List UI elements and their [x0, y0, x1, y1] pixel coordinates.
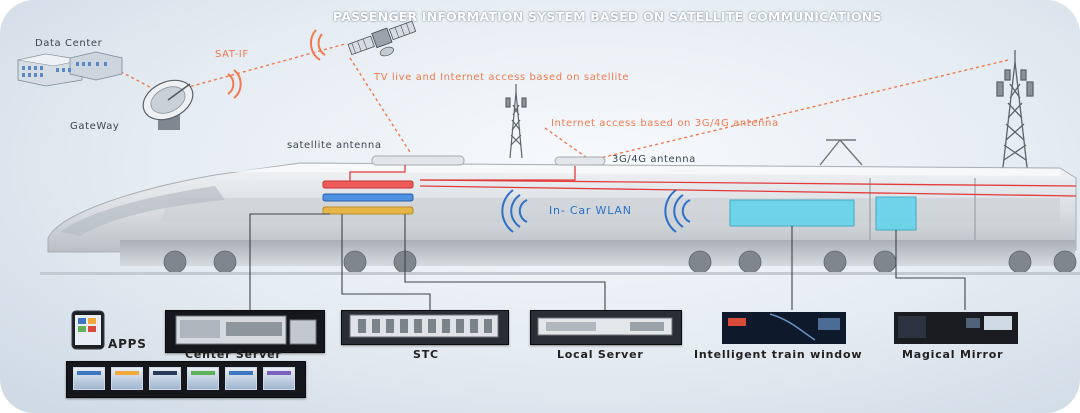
link-datacenter-gateway [109, 65, 166, 96]
onboard-equipment [322, 180, 414, 215]
device-connectors [249, 213, 966, 310]
sat-if-label: SAT-IF [215, 49, 249, 60]
app-thumbnail[interactable] [73, 367, 105, 390]
app-thumbnail[interactable] [111, 367, 143, 390]
satellite-icon [347, 20, 417, 57]
data-center-label: Data Center [35, 38, 103, 49]
wifi-icon [664, 189, 691, 233]
equipment-bar-red [322, 180, 414, 189]
device-label-stc: STC [413, 348, 439, 361]
app-thumbnail[interactable] [225, 367, 257, 390]
gateway-label: GateWay [70, 121, 120, 132]
app-thumbnail[interactable] [263, 367, 295, 390]
wifi-icon [501, 189, 528, 233]
link-gateway-satellite [184, 43, 346, 89]
apps-label: APPS [108, 337, 147, 351]
equipment-bar-blue [322, 193, 414, 202]
phone-icon [71, 310, 105, 350]
mirror-screen [875, 196, 917, 231]
link-satellite-antenna [349, 57, 411, 153]
antenna-3g4g-label: 3G/4G antenna [612, 154, 696, 165]
internet-access-label: Internet access based on 3G/4G antenna [551, 118, 779, 129]
app-thumbnail[interactable] [149, 367, 181, 390]
in-car-wlan-label: In- Car WLAN [549, 204, 632, 217]
signal-cables [349, 165, 1077, 197]
building-icon [17, 51, 123, 87]
train-window-image [722, 312, 846, 344]
device-label-local-server: Local Server [557, 348, 644, 361]
page-title: PASSENGER INFORMATION SYSTEM BASED ON SA… [333, 9, 882, 24]
apps-strip [66, 361, 306, 398]
app-thumbnail[interactable] [187, 367, 219, 390]
link-far-tower-train [599, 59, 1009, 159]
stc-image [349, 314, 499, 338]
satellite-links [109, 43, 1009, 161]
device-label-magical-mirror: Magical Mirror [902, 348, 1004, 361]
device-label-center-server: Center Server [185, 348, 282, 361]
satellite-antenna-label: satellite antenna [287, 140, 382, 151]
tower-icon [505, 84, 527, 159]
center-server-image [175, 315, 317, 345]
equipment-bar-gold [322, 206, 414, 215]
tv-live-label: TV live and Internet access based on sat… [374, 72, 630, 83]
tower-icon [996, 50, 1034, 177]
signal-icon [227, 29, 326, 99]
magical-mirror-image [894, 312, 1018, 344]
device-label-intelligent-train-window: Intelligent train window [694, 348, 863, 361]
dish-icon [142, 79, 194, 130]
local-server-image [537, 317, 673, 336]
